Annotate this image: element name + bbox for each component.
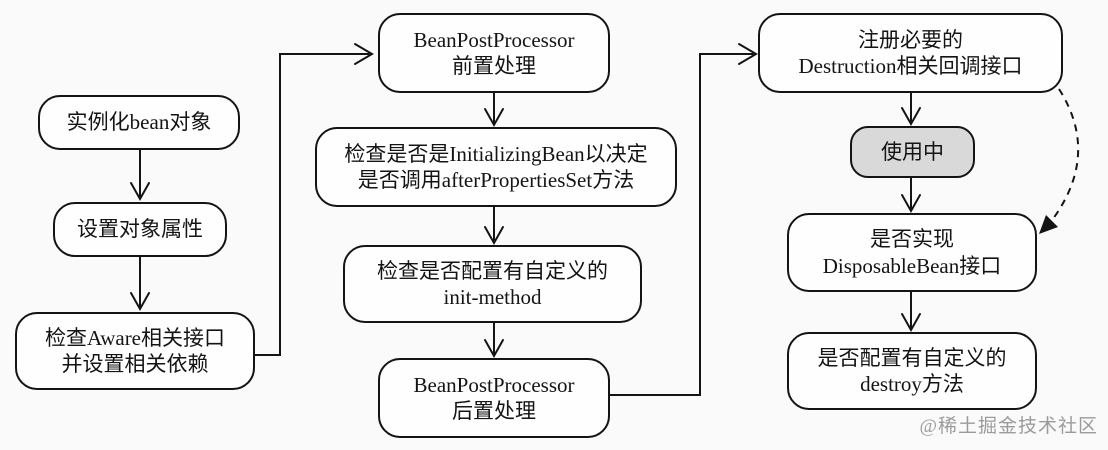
node-check-init-method: 检查是否配置有自定义的 init-method [343,245,642,323]
node-register-destruction-line2: Destruction相关回调接口 [798,54,1023,78]
node-instantiate-bean-label: 实例化bean对象 [66,110,212,135]
arrow-init-method-to-bpp-after [484,323,504,359]
connector-bpp-after-to-register-destruction [610,43,758,396]
node-check-aware-line1: 检查Aware相关接口 [44,325,226,350]
node-set-properties: 设置对象属性 [53,202,227,257]
node-instantiate-bean: 实例化bean对象 [38,95,240,150]
node-check-destroy-method: 是否配置有自定义的 destroy方法 [787,332,1037,410]
connector-checkaware-to-bpp-before [255,43,374,356]
node-in-use: 使用中 [850,126,975,178]
node-check-destroy-method-line2: destroy方法 [860,372,964,396]
node-bpp-before-line1: BeanPostProcessor [413,27,575,52]
dashed-arrow-register-to-disposable [1039,88,1080,234]
arrow-disposable-to-destroy [901,292,921,333]
node-check-init-method-line1: 检查是否配置有自定义的 [377,258,608,283]
node-set-properties-label: 设置对象属性 [77,217,203,242]
node-bpp-after: BeanPostProcessor 后置处理 [378,358,610,438]
node-bpp-before: BeanPostProcessor 前置处理 [378,13,610,93]
node-bpp-before-line2: 前置处理 [452,54,536,78]
arrow-check-initializing-to-init-method [484,207,504,246]
node-check-destroy-method-line1: 是否配置有自定义的 [817,345,1007,370]
node-check-initializingbean-line1: 检查是否是InitializingBean以决定 [344,141,648,166]
node-bpp-after-line1: BeanPostProcessor [413,372,575,397]
arrow-instantiate-to-setprops [130,150,150,202]
node-register-destruction: 注册必要的 Destruction相关回调接口 [758,13,1063,93]
node-check-disposablebean: 是否实现 DisposableBean接口 [787,213,1037,292]
node-check-disposablebean-line2: DisposableBean接口 [822,253,1002,278]
node-check-initializingbean: 检查是否是InitializingBean以决定 是否调用afterProper… [315,127,677,207]
arrow-register-to-inuse [901,93,921,127]
arrow-inuse-to-disposable [901,178,921,214]
node-check-aware: 检查Aware相关接口 并设置相关依赖 [15,312,255,390]
arrow-bpp-before-to-check-initializing [484,93,504,128]
node-in-use-label: 使用中 [881,139,944,164]
arrow-setprops-to-checkaware [130,257,150,312]
node-bpp-after-line2: 后置处理 [452,399,536,423]
node-register-destruction-line1: 注册必要的 [858,27,963,52]
node-check-initializingbean-line2: 是否调用afterPropertiesSet方法 [357,168,635,192]
node-check-disposablebean-line1: 是否实现 [870,227,954,252]
node-check-init-method-line2: init-method [443,285,542,309]
node-check-aware-line2: 并设置相关依赖 [61,352,209,376]
watermark: @稀土掘金技术社区 [919,416,1098,437]
